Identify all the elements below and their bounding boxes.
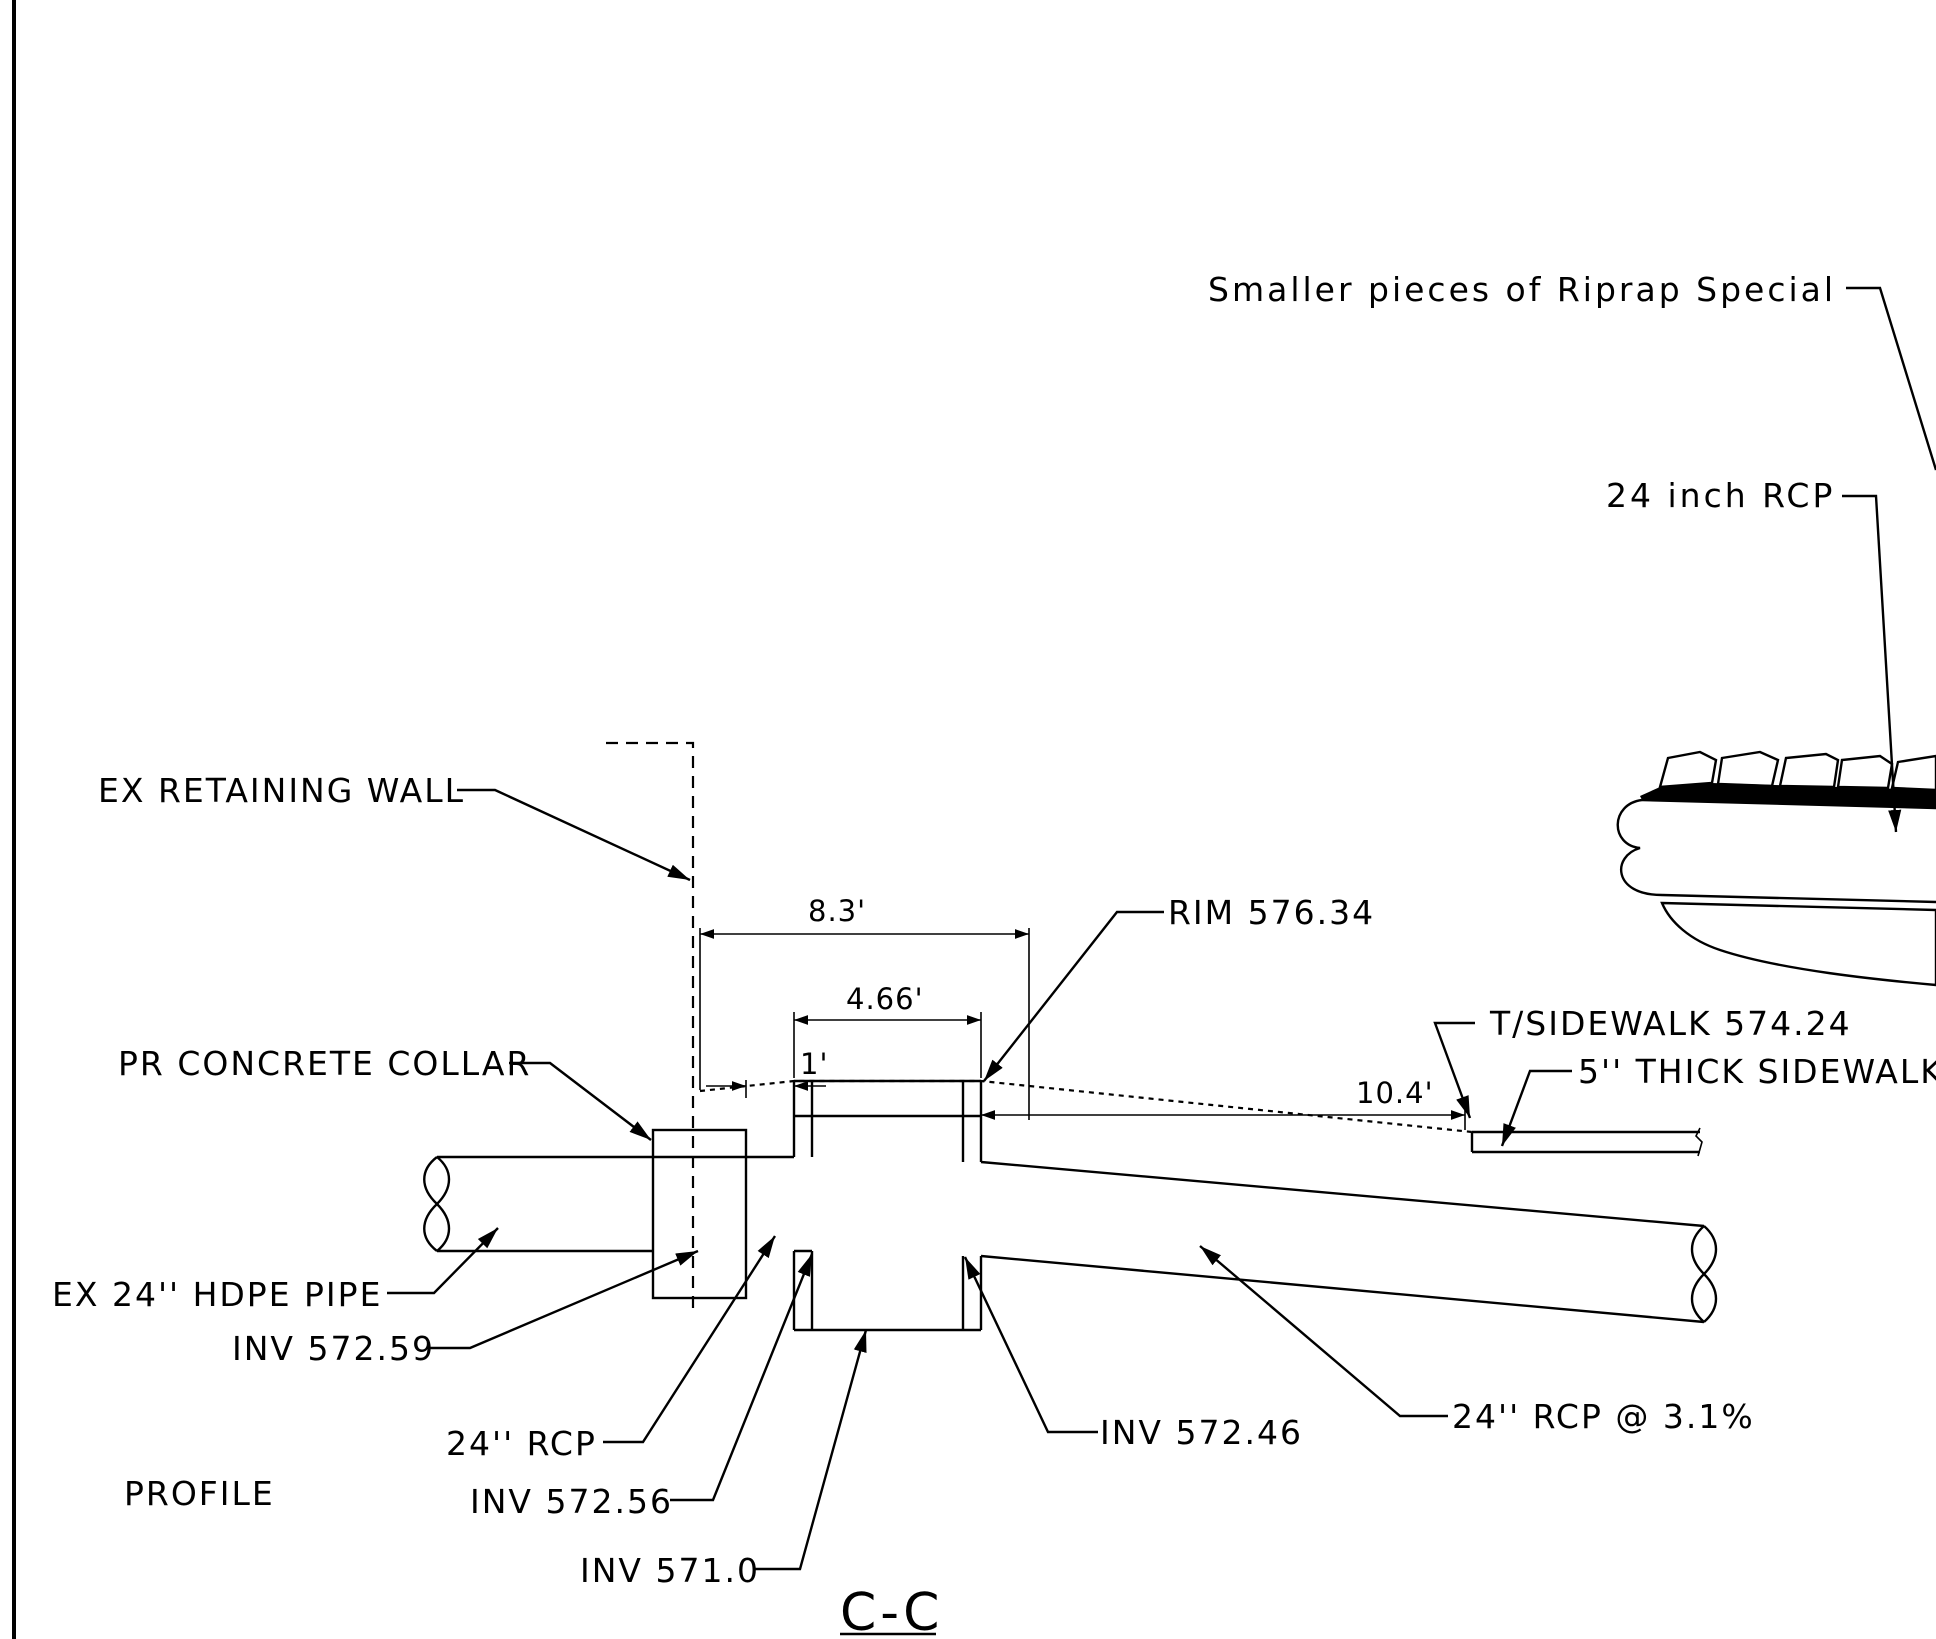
label-t-sidewalk: T/SIDEWALK 574.24 [1489,1004,1852,1043]
label-24-rcp-left: 24'' RCP [446,1424,597,1463]
label-inv-571-0: INV 571.0 [580,1551,760,1590]
ex-hdpe-pipe-shape [423,1155,794,1253]
label-ex-retaining-wall: EX RETAINING WALL [98,771,465,810]
dim-label-4-66: 4.66' [846,982,924,1016]
dimension-1 [706,1080,826,1098]
label-inv-572-46: INV 572.46 [1100,1413,1303,1452]
dim-label-8-3: 8.3' [808,894,866,928]
dim-label-10-4: 10.4' [1356,1076,1434,1110]
label-inv-572-56: INV 572.56 [470,1482,673,1521]
rcp-sloped-pipe [980,1160,1718,1324]
concrete-collar [651,1128,748,1300]
riprap-detail [1616,750,1936,987]
label-pr-concrete-collar: PR CONCRETE COLLAR [118,1044,531,1083]
structure-shape [792,1079,983,1332]
label-inv-572-59: INV 572.59 [232,1329,435,1368]
ex-retaining-wall [606,741,695,1312]
section-title: C-C [840,1583,943,1639]
label-24-inch-rcp: 24 inch RCP [1606,476,1835,515]
label-thick-sidewalk: 5'' THICK SIDEWALK [1578,1052,1936,1091]
leader-lines [387,286,1936,1571]
dimension-8-3 [699,928,1030,1120]
label-profile: PROFILE [124,1474,275,1513]
label-rim: RIM 576.34 [1168,893,1375,932]
label-riprap-note: Smaller pieces of Riprap Special [1208,270,1836,309]
label-24-rcp-slope: 24'' RCP @ 3.1% [1452,1397,1755,1436]
dimension-4-66 [793,1012,982,1078]
dim-label-1: 1' [800,1047,828,1081]
label-ex-hdpe-pipe: EX 24'' HDPE PIPE [52,1275,382,1314]
